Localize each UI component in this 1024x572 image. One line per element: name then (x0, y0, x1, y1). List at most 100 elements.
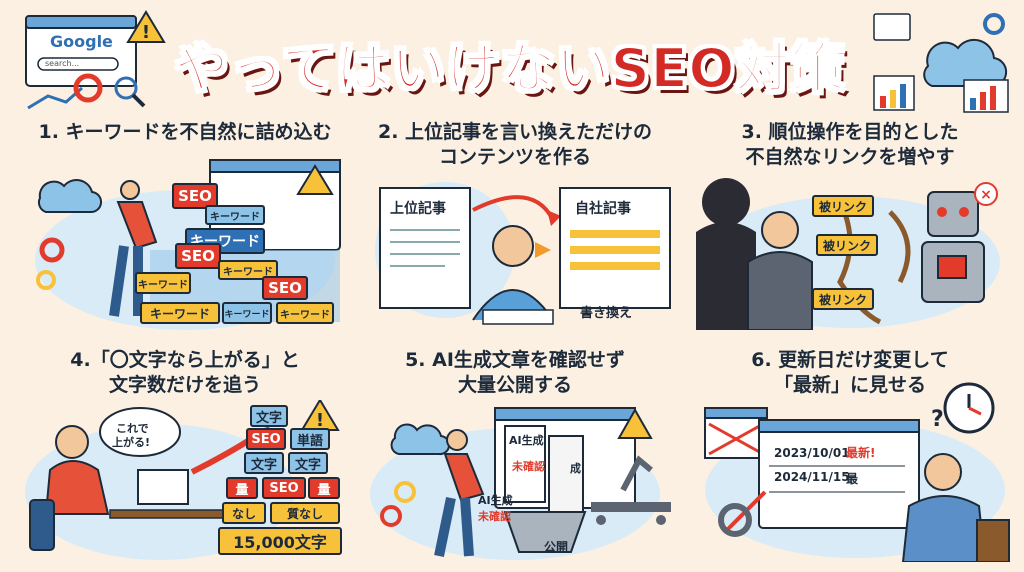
word-tag: SEO (262, 477, 306, 499)
person-head (55, 425, 89, 459)
speech-text-line1: これで (116, 422, 149, 435)
date-old: 2024/11/15 (774, 470, 850, 484)
word-tag: 文字 (250, 405, 288, 427)
svg-text:?: ? (931, 407, 944, 432)
word-tag: なし (222, 502, 266, 524)
gear-icon (36, 270, 56, 290)
warning-icon (296, 164, 334, 195)
speech-text-line2: 上がる! (112, 436, 151, 449)
card-6-heading-line1: 6. 更新日だけ変更して (751, 349, 949, 371)
ai-doc-label: AI生成 (478, 494, 513, 507)
card-3-heading-line1: 3. 順位操作を目的とした (741, 121, 959, 143)
card-3-heading: 3. 順位操作を目的とした 不自然なリンクを増やす (690, 120, 1010, 170)
card-6-illustration: ? (704, 382, 1010, 562)
person-head (120, 180, 140, 200)
gear-icon (394, 481, 416, 503)
chain-icon (837, 200, 882, 325)
card-6-heading-line2: 「最新」に見せる (773, 374, 926, 396)
keyword-tag: キーワード (218, 260, 278, 280)
card-2-illustration (375, 182, 671, 325)
source-document (379, 187, 471, 309)
ai-doc-partial-label: 成 (570, 462, 581, 475)
card-5-heading-line1: 5. AI生成文章を確認せず (405, 349, 625, 371)
char-count-badge: 15,000文字 (218, 527, 342, 555)
card-2-heading: 2. 上位記事を言い換えただけの コンテンツを作る (355, 120, 675, 170)
gear-icon (380, 505, 402, 527)
backlink-tag: 被リンク (812, 288, 874, 310)
chair (29, 499, 55, 551)
svg-text:×: × (980, 187, 992, 203)
seo-tag: SEO (172, 183, 218, 209)
browser-brand: Google (50, 32, 113, 51)
robot-head (927, 191, 979, 237)
warning-icon (617, 407, 653, 439)
keyword-tag: キーワード (222, 302, 272, 324)
card-4-heading-line2: 文字数だけを追う (108, 374, 261, 396)
date-new: 2023/10/01 (774, 446, 850, 460)
analytics-cloud-illustration (873, 13, 1009, 113)
svg-text:!: ! (316, 410, 324, 431)
card-4-heading: 4.「〇文字なら上がる」と 文字数だけを追う (20, 348, 350, 398)
keyword-tag: キーワード (140, 302, 220, 324)
robot-arm (620, 455, 653, 492)
rewrite-caption: 書き換え (580, 306, 633, 321)
source-doc-label: 上位記事 (390, 201, 446, 217)
gear-icon (983, 13, 1005, 35)
card-2-heading-line2: コンテンツを作る (438, 146, 591, 168)
cloud-icon (390, 423, 450, 456)
backlink-tag: 被リンク (812, 195, 874, 217)
svg-text:!: ! (142, 22, 150, 43)
gear-icon (73, 73, 103, 103)
warning-icon (126, 10, 166, 43)
title-banner: やってはいけないSEO対策 (160, 28, 860, 101)
keyword-tag: キーワード (276, 302, 334, 324)
card-6-heading: 6. 更新日だけ変更して 「最新」に見せる (690, 348, 1010, 398)
person-head (492, 225, 534, 267)
speech-bubble (99, 407, 181, 457)
doc-stack (504, 425, 546, 503)
person-head (924, 453, 962, 491)
word-tag: 単語 (290, 428, 330, 450)
word-tag: 文字 (288, 452, 328, 474)
search-placeholder: search... (45, 59, 80, 68)
word-tag: SEO (246, 428, 286, 450)
unverified-stamp: 未確認 (478, 510, 511, 523)
magnifier-icon (114, 76, 138, 100)
word-tag: 量 (226, 477, 258, 499)
gear-icon (718, 503, 752, 537)
page-title: やってはいけないSEO対策 (174, 36, 846, 101)
browser-search-illustration: ! (25, 10, 166, 110)
card-4-heading-line1: 4.「〇文字なら上がる」と (70, 349, 300, 371)
cloud-icon (37, 179, 102, 214)
keyword-tag: キーワード (185, 228, 265, 254)
keyword-tag: キーワード (135, 272, 191, 294)
person-body (116, 201, 158, 250)
shadow-figure-head (702, 178, 750, 226)
card-3-illustration: × (696, 178, 1000, 330)
laptop (137, 469, 189, 505)
own-doc-label: 自社記事 (575, 201, 631, 217)
chair (976, 519, 1010, 562)
card-1-heading: 1. キーワードを不自然に詰め込む (38, 121, 332, 143)
publish-label: 公開 (544, 540, 569, 554)
cloud-icon (923, 38, 1008, 88)
card-5-heading: 5. AI生成文章を確認せず 大量公開する (355, 348, 675, 398)
card-2-heading-line1: 2. 上位記事を言い換えただけの (377, 121, 653, 143)
keyword-tag: キーワード (205, 205, 265, 225)
newest-label: 最新! (846, 446, 876, 460)
unverified-stamp: 未確認 (512, 460, 545, 473)
seo-tag: SEO (262, 276, 308, 300)
seo-tag: SEO (175, 243, 221, 269)
gear-icon (39, 237, 65, 263)
card-3-heading-line2: 不自然なリンクを増やす (745, 146, 955, 168)
ai-doc-label: AI生成 (509, 434, 544, 447)
card-5-illustration (370, 407, 671, 560)
backlink-tag: 被リンク (816, 234, 878, 256)
publish-chute (503, 511, 587, 553)
person-head (446, 429, 468, 451)
close-icon (974, 182, 998, 206)
word-tag: 文字 (244, 452, 284, 474)
word-tag: 質なし (270, 502, 340, 524)
word-tag: 量 (308, 477, 340, 499)
person-head (761, 211, 799, 249)
